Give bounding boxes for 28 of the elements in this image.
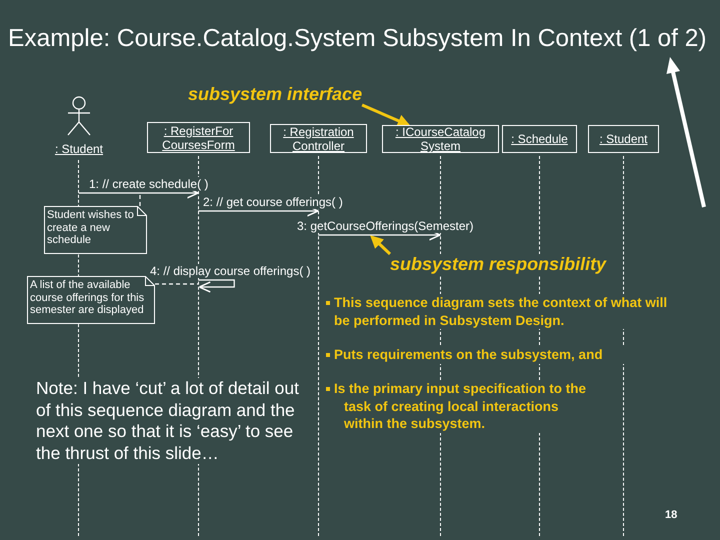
note-text: Student wishes to create a new schedule [46, 208, 135, 248]
object-box [382, 125, 499, 153]
callout-arrow [370, 235, 392, 256]
callout-arrow [362, 104, 411, 127]
note-box [27, 276, 155, 324]
object-box [270, 124, 367, 153]
object-box [502, 125, 577, 153]
object-box [588, 125, 659, 153]
note-box [44, 206, 147, 254]
self-message-arrow [198, 279, 235, 293]
object-label: : Schedule [511, 132, 568, 146]
object-box [147, 122, 250, 153]
message-label: 3: getCourseOfferings(Semester) [297, 219, 474, 233]
actor-label: : Student [54, 142, 104, 156]
leader-line [155, 283, 198, 285]
page-number: 18 [665, 509, 678, 521]
object-label: : RegisterFor CoursesForm [161, 124, 236, 152]
object-label: : Student [599, 132, 648, 146]
note-text: A list of the available course offerings for this semester are displayed [29, 278, 146, 318]
message-label: 1: // create schedule( ) [89, 177, 208, 191]
object-label: : Registration Controller [282, 124, 355, 152]
message-label: 2: // get course offerings( ) [203, 195, 343, 209]
leader-line [139, 193, 141, 206]
object-label: : ICourseCatalog System [394, 125, 487, 153]
message-label: 4: // display course offerings( ) [150, 264, 311, 278]
callout-text: subsystem interface [188, 84, 362, 105]
slide-title: Example: Course.Catalog.System Subsystem In Context (1 of 2) [8, 25, 707, 53]
callout-text: subsystem responsibility [390, 254, 606, 275]
